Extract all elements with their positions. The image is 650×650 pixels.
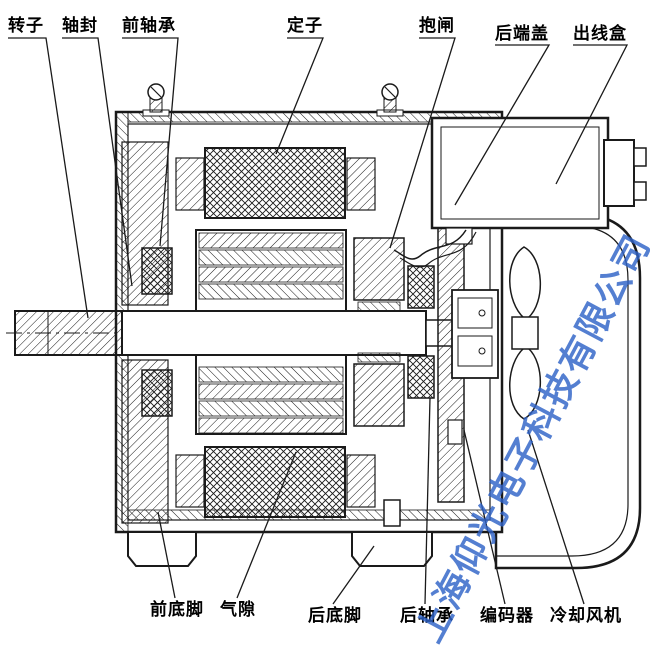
label-cooling-fan: 冷却风机 xyxy=(550,606,622,626)
label-front-bearing: 前轴承 xyxy=(122,16,176,36)
label-stator: 定子 xyxy=(287,16,323,36)
leader-rear-foot xyxy=(332,545,375,605)
label-rear-end-cover: 后端盖 xyxy=(495,24,549,44)
rear-foot xyxy=(351,531,433,567)
cover-bolt xyxy=(447,419,463,445)
leader-rotor xyxy=(8,37,89,319)
label-rear-foot: 后底脚 xyxy=(308,606,362,626)
leader-lines xyxy=(8,37,629,605)
connector xyxy=(603,139,635,207)
fan-hub xyxy=(511,316,539,350)
leader-terminal-box xyxy=(555,44,629,185)
label-rotor: 转子 xyxy=(8,16,44,36)
label-front-foot: 前底脚 xyxy=(150,600,204,620)
leader-front-bearing xyxy=(122,37,179,247)
stator xyxy=(175,147,376,518)
drain-plug xyxy=(383,499,401,527)
leader-rear-end-cover xyxy=(454,44,551,206)
encoder xyxy=(451,289,499,379)
leader-brake xyxy=(389,37,456,249)
front-foot xyxy=(127,531,197,567)
leader-rear-bearing xyxy=(424,397,431,605)
top-screw-front xyxy=(142,83,170,117)
label-encoder: 编码器 xyxy=(480,606,534,626)
connector-pin xyxy=(633,147,647,167)
cooling-fan xyxy=(509,246,541,420)
leader-encoder xyxy=(463,429,506,605)
connector-pin xyxy=(633,181,647,201)
top-screw-rear xyxy=(376,83,404,117)
leader-stator xyxy=(275,37,324,155)
leader-front-foot xyxy=(157,511,176,599)
front-bearing xyxy=(141,247,173,417)
leader-cooling-fan xyxy=(527,429,585,605)
leader-air-gap xyxy=(236,451,297,599)
brake xyxy=(353,237,405,427)
label-terminal-box: 出线盒 xyxy=(573,24,627,44)
label-brake: 抱闸 xyxy=(419,16,455,36)
shaft-extension xyxy=(14,310,123,356)
label-rear-bearing: 后轴承 xyxy=(400,606,454,626)
brake-wires xyxy=(393,229,477,268)
rear-bearing xyxy=(407,265,435,399)
terminal-box xyxy=(430,116,647,245)
shaft xyxy=(14,310,461,356)
label-shaft-seal: 轴封 xyxy=(62,16,98,36)
label-air-gap: 气隙 xyxy=(220,600,256,620)
leader-shaft-seal xyxy=(62,37,133,287)
